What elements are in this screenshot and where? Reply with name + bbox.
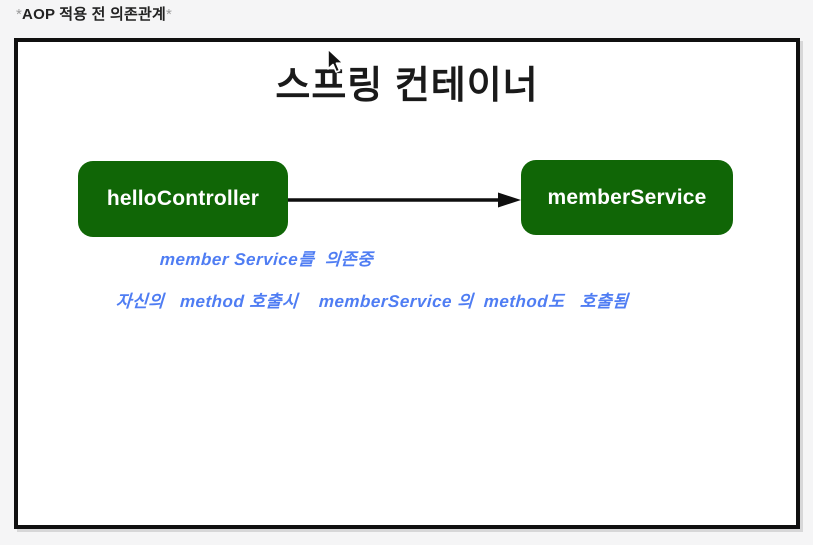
page-caption: *AOP 적용 전 의존관계* <box>16 5 172 25</box>
dependency-arrow-icon <box>288 192 521 208</box>
spring-container-frame: 스프링 컨테이너 helloController memberService m… <box>14 38 800 529</box>
node-memberservice-label: memberService <box>547 185 707 209</box>
frame-title: 스프링 컨테이너 <box>275 65 539 107</box>
caption-asterisk-right: * <box>165 6 173 23</box>
annotation-depends-on: member Service를 의존중 <box>159 250 374 269</box>
node-hellocontroller-label: helloController <box>106 187 260 210</box>
caption-asterisk-left: * <box>16 6 23 23</box>
node-memberservice[interactable]: memberService <box>521 160 733 235</box>
node-hellocontroller[interactable]: helloController <box>78 161 288 237</box>
annotation-method-call: 자신의 method 호출시 memberService 의 method도 호… <box>115 292 629 311</box>
mouse-cursor-icon <box>327 48 344 73</box>
caption-text: AOP 적용 전 의존관계 <box>22 6 166 23</box>
